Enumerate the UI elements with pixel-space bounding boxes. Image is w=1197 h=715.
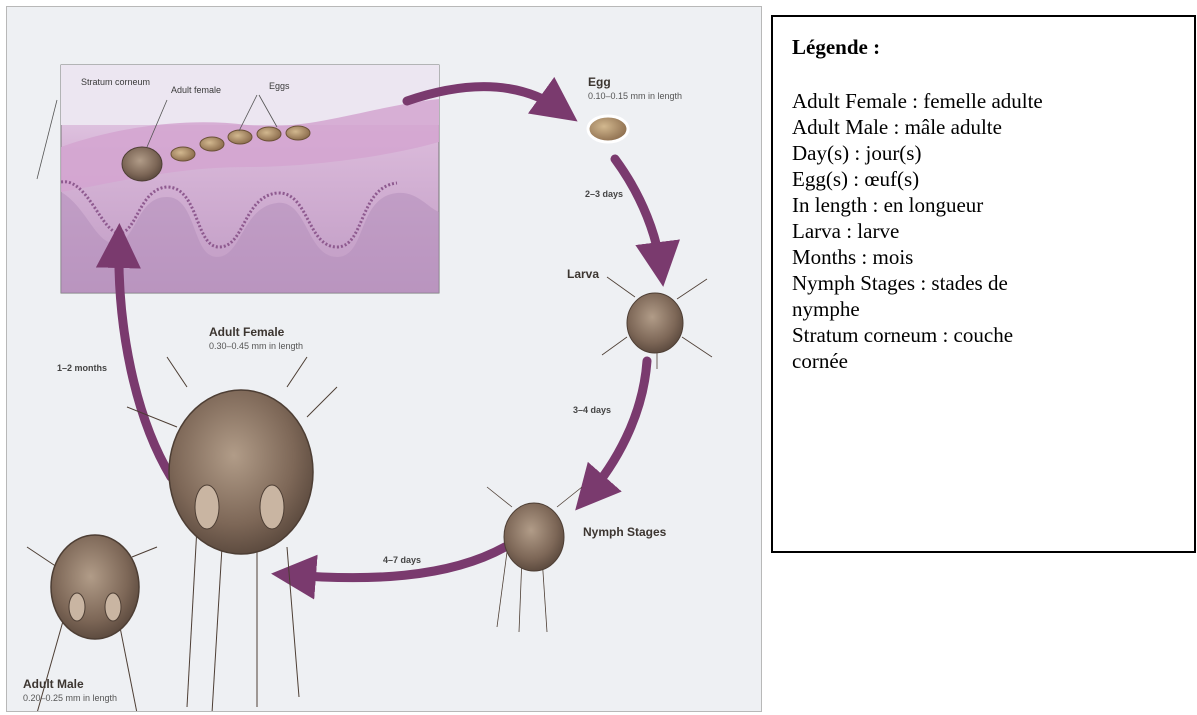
label-duration-larva-to-nymph: 3–4 days (573, 405, 611, 415)
label-egg-size: 0.10–0.15 mm in length (588, 91, 682, 101)
label-larva: Larva (567, 267, 599, 281)
nymph-illustration (487, 487, 582, 632)
legend-entry: cornée (792, 348, 1180, 374)
larva-illustration (602, 277, 712, 369)
legend-entry: Adult Female : femelle adulte (792, 88, 1180, 114)
legend-entry: Months : mois (792, 244, 1180, 270)
label-duration-egg-to-larva: 2–3 days (585, 189, 623, 199)
legend-box: Légende : Adult Female : femelle adulte … (771, 15, 1196, 553)
legend-entry: Adult Male : mâle adulte (792, 114, 1180, 140)
legend-entry: nymphe (792, 296, 1180, 322)
label-adult-male: Adult Male (23, 677, 84, 691)
label-adult-female: Adult Female (209, 325, 284, 339)
legend-entry: Day(s) : jour(s) (792, 140, 1180, 166)
legend-entries: Adult Female : femelle adulte Adult Male… (792, 88, 1180, 374)
label-nymph-stages: Nymph Stages (583, 525, 666, 539)
legend-entry: Larva : larve (792, 218, 1180, 244)
label-stratum-corneum: Stratum corneum (81, 77, 150, 87)
skin-cross-section (37, 65, 439, 293)
legend-entry: In length : en longueur (792, 192, 1180, 218)
life-cycle-illustration (7, 7, 762, 712)
label-duration-nymph-to-adult: 4–7 days (383, 555, 421, 565)
label-adult-male-size: 0.20–0.25 mm in length (23, 693, 117, 703)
legend-entry: Egg(s) : œuf(s) (792, 166, 1180, 192)
label-adult-female-inset: Adult female (171, 85, 221, 95)
label-duration-adult-to-skin: 1–2 months (57, 363, 107, 373)
arrow-egg-to-larva (615, 159, 661, 269)
label-egg: Egg (588, 75, 611, 89)
legend-entry: Nymph Stages : stades de (792, 270, 1180, 296)
label-adult-female-size: 0.30–0.45 mm in length (209, 341, 303, 351)
legend-entry: Stratum corneum : couche (792, 322, 1180, 348)
egg-illustration (588, 116, 628, 142)
legend-title: Légende : (792, 35, 1180, 60)
adult-female-illustration (127, 357, 337, 712)
scabies-life-cycle-figure: Stratum corneum Adult female Eggs Egg 0.… (6, 6, 762, 712)
label-eggs: Eggs (269, 81, 290, 91)
arrow-larva-to-nymph (587, 361, 647, 497)
